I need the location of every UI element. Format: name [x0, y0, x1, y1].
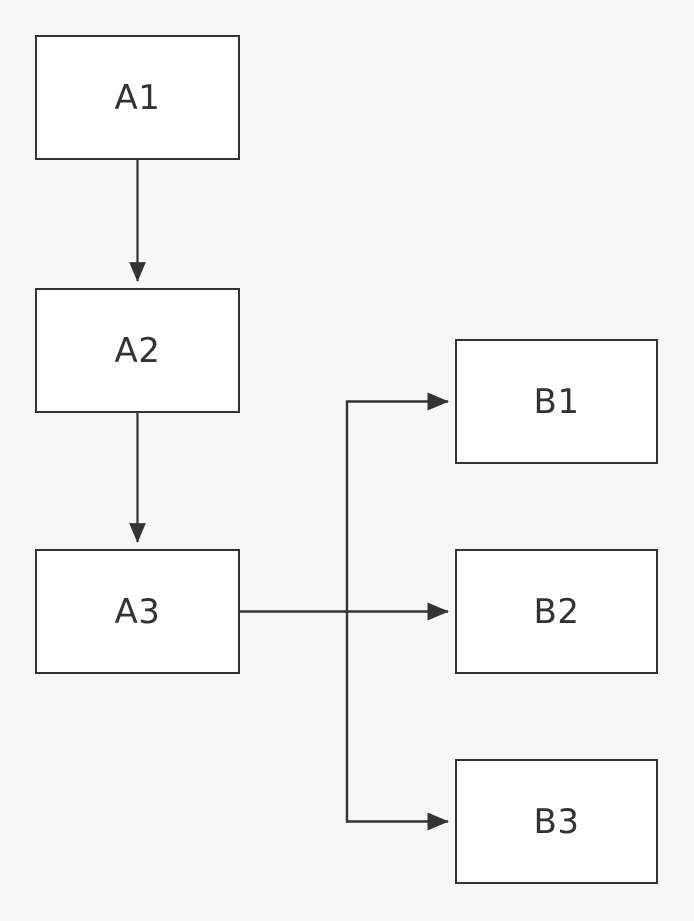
edge-a3-b3: [345, 611, 449, 831]
node-a2[interactable]: A2: [35, 288, 240, 413]
node-b1[interactable]: B1: [455, 339, 658, 464]
node-b3-label: B3: [533, 801, 580, 842]
node-b1-label: B1: [533, 381, 580, 422]
node-a3-label: A3: [114, 591, 161, 632]
edge-a3-b1: [345, 392, 449, 612]
node-b3[interactable]: B3: [455, 759, 658, 884]
node-a1-label: A1: [114, 77, 161, 118]
node-b2[interactable]: B2: [455, 549, 658, 674]
node-a2-label: A2: [114, 330, 161, 371]
node-a1[interactable]: A1: [35, 35, 240, 160]
node-b2-label: B2: [533, 591, 580, 632]
node-a3[interactable]: A3: [35, 549, 240, 674]
